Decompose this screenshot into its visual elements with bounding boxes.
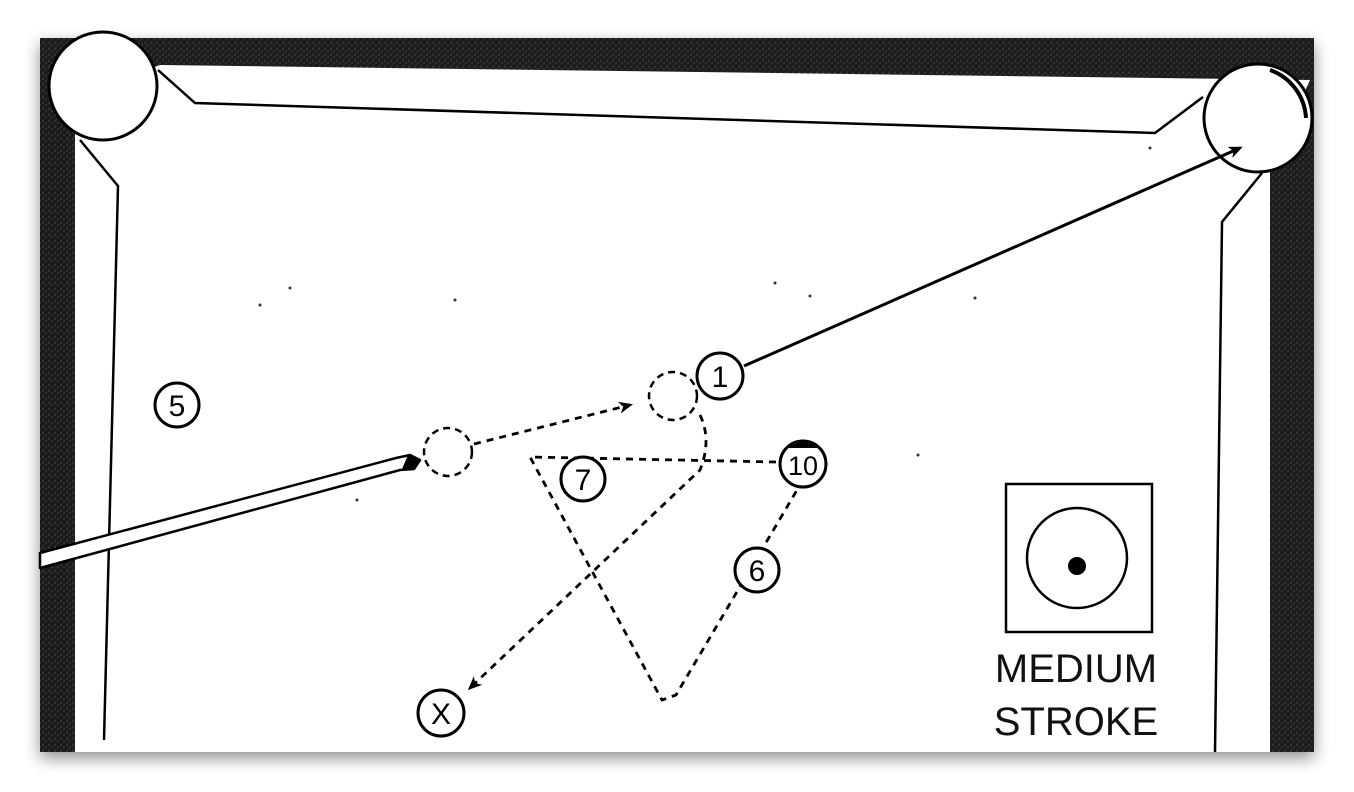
left-rail [40, 100, 68, 752]
cue-ball-paths [467, 401, 802, 702]
svg-text:1: 1 [712, 361, 729, 394]
ball-5: 5 [153, 381, 201, 429]
cue-tip-dot [1068, 557, 1086, 575]
target-position-x: X [416, 688, 466, 738]
ball-7: 7 [559, 455, 607, 503]
corner-pocket-top-right [1202, 62, 1314, 174]
stroke-label-line2: STROKE [994, 700, 1158, 744]
cue-ball-position [422, 426, 474, 478]
corner-pocket-top-left [47, 30, 159, 142]
svg-text:X: X [431, 698, 451, 731]
ball-10: 10 [778, 439, 828, 489]
svg-text:7: 7 [575, 464, 592, 497]
ball-6: 6 [733, 546, 781, 594]
object-ball-path [743, 146, 1243, 368]
svg-text:10: 10 [788, 451, 818, 481]
cue-tip-indicator [1004, 482, 1154, 634]
stroke-label-line1: MEDIUM [995, 647, 1157, 691]
cushion-lines [79, 69, 1263, 753]
felt-specks [258, 146, 1152, 502]
ball-1: 1 [695, 351, 745, 401]
cue-stick [38, 453, 422, 570]
cue-ball-contact-position [647, 370, 699, 422]
svg-text:5: 5 [169, 390, 186, 423]
svg-text:6: 6 [749, 555, 766, 588]
